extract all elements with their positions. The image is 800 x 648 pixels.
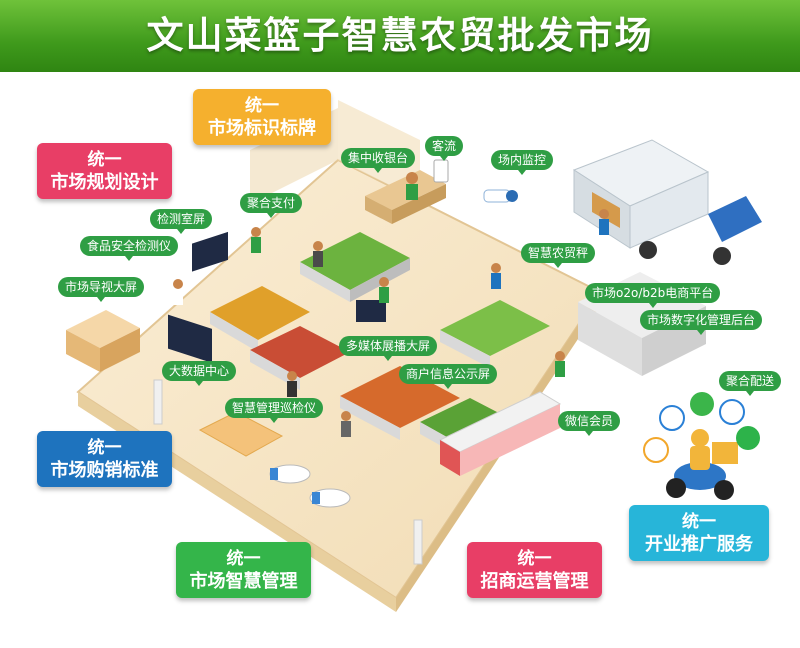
title-banner: 文山菜篮子智慧农贸批发市场 bbox=[0, 0, 800, 72]
card-purchase: 统一 市场购销标准 bbox=[37, 431, 172, 487]
delivery-truck bbox=[572, 139, 762, 265]
card-line1: 统一 bbox=[245, 96, 279, 116]
dining-tables bbox=[269, 464, 351, 508]
card-line1: 统一 bbox=[517, 549, 552, 569]
screens bbox=[168, 231, 386, 363]
card-smart: 统一 市场智慧管理 bbox=[176, 542, 311, 598]
tag-media-screen: 多媒体展播大屏 bbox=[339, 336, 438, 361]
tag-inspector: 智慧管理巡检仪 bbox=[225, 398, 324, 423]
card-line2: 开业推广服务 bbox=[645, 534, 753, 555]
fresh-counter bbox=[438, 391, 562, 476]
kids-play-area bbox=[198, 411, 284, 457]
card-line2: 市场规划设计 bbox=[50, 172, 159, 193]
traffic-sensor bbox=[433, 159, 449, 183]
card-line1: 统一 bbox=[87, 438, 122, 458]
tag-merchant-screen: 商户信息公示屏 bbox=[399, 364, 498, 389]
delivery-logos bbox=[643, 392, 760, 463]
camera bbox=[483, 189, 518, 203]
service-desk bbox=[66, 310, 140, 372]
delivery-scooter bbox=[666, 429, 738, 500]
people bbox=[173, 172, 609, 437]
card-line2: 市场购销标准 bbox=[50, 460, 159, 481]
card-marking: 统一 市场标识标牌 bbox=[193, 89, 331, 145]
tag-ecommerce: 市场o2o/b2b电商平台 bbox=[585, 283, 721, 308]
card-planning: 统一 市场规划设计 bbox=[37, 143, 172, 199]
tag-monitor: 场内监控 bbox=[491, 150, 554, 175]
card-promotion: 统一 开业推广服务 bbox=[629, 505, 769, 561]
tag-bigdata: 大数据中心 bbox=[162, 361, 237, 386]
page-title: 文山菜篮子智慧农贸批发市场 bbox=[146, 14, 654, 57]
cashier-island bbox=[365, 170, 446, 224]
tag-guide-screen: 市场导视大屏 bbox=[58, 277, 145, 302]
card-line2: 招商运营管理 bbox=[480, 571, 589, 592]
tag-checkout: 集中收银台 bbox=[341, 148, 416, 173]
tag-scale: 智慧农贸秤 bbox=[521, 243, 596, 268]
card-investment: 统一 招商运营管理 bbox=[467, 542, 602, 598]
tag-lab-screen: 检测室屏 bbox=[150, 209, 213, 234]
card-line1: 统一 bbox=[682, 512, 716, 532]
tag-backend: 市场数字化管理后台 bbox=[640, 310, 763, 335]
tag-delivery: 聚合配送 bbox=[719, 371, 782, 396]
card-line2: 市场智慧管理 bbox=[189, 571, 298, 592]
entrance-gates bbox=[153, 379, 423, 565]
card-line1: 统一 bbox=[87, 150, 122, 170]
tag-food-test: 食品安全检测仪 bbox=[80, 236, 179, 261]
card-line1: 统一 bbox=[226, 549, 261, 569]
tag-wechat: 微信会员 bbox=[558, 411, 621, 436]
card-line2: 市场标识标牌 bbox=[208, 118, 316, 139]
tag-traffic: 客流 bbox=[425, 136, 464, 161]
tag-payment: 聚合支付 bbox=[240, 193, 303, 218]
